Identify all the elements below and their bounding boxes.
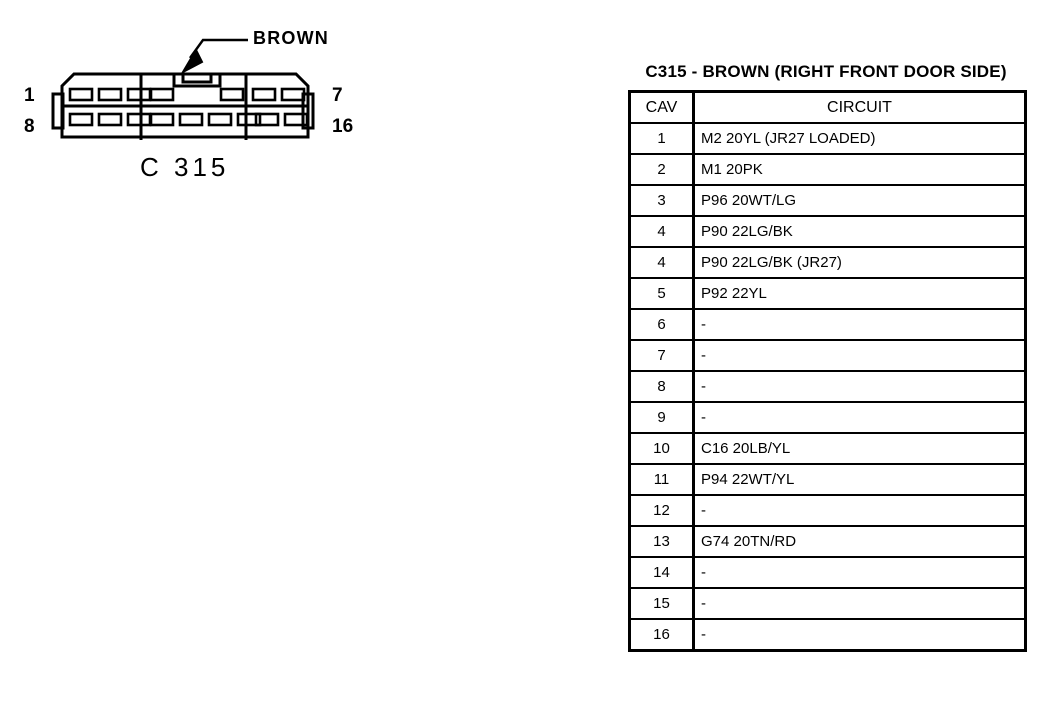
table-header-row: CAV CIRCUIT — [628, 90, 1027, 124]
connector-keyway-inner — [181, 72, 213, 84]
cell-circuit: C16 20LB/YL — [692, 432, 1027, 465]
cavity-2 — [97, 87, 123, 102]
circuit-table-block: C315 - BROWN (RIGHT FRONT DOOR SIDE) CAV… — [628, 62, 1027, 652]
cell-cav: 14 — [628, 556, 695, 589]
cell-circuit: P92 22YL — [692, 277, 1027, 310]
cavity-row-top — [68, 87, 306, 102]
table-row: 6- — [628, 308, 1027, 341]
table-row: 9- — [628, 401, 1027, 434]
cell-circuit: M2 20YL (JR27 LOADED) — [692, 122, 1027, 155]
cavity-13 — [207, 112, 233, 127]
cell-circuit: G74 20TN/RD — [692, 525, 1027, 558]
cell-cav: 10 — [628, 432, 695, 465]
cavity-5 — [219, 87, 245, 102]
brown-arrowhead — [180, 47, 204, 75]
cell-circuit: - — [692, 556, 1027, 589]
table-row: 15- — [628, 587, 1027, 620]
pin-number-bottom-left: 8 — [24, 116, 35, 137]
cell-cav: 1 — [628, 122, 695, 155]
connector-body-outline — [60, 72, 310, 139]
cell-circuit: M1 20PK — [692, 153, 1027, 186]
brown-callout-label: BROWN — [253, 28, 329, 48]
cavity-12 — [178, 112, 204, 127]
cell-cav: 12 — [628, 494, 695, 527]
cell-circuit: - — [692, 308, 1027, 341]
cell-cav: 3 — [628, 184, 695, 217]
cavity-1 — [68, 87, 94, 102]
connector-keyway-outer — [172, 72, 222, 88]
pin-number-top-right: 7 — [332, 85, 343, 106]
table-row: 14- — [628, 556, 1027, 589]
cavity-8 — [68, 112, 94, 127]
connector-figure: 1 8 7 16 BROWN C 315 — [0, 0, 400, 200]
cell-cav: 11 — [628, 463, 695, 496]
cavity-15 — [254, 112, 280, 127]
brown-leader-line — [180, 38, 248, 75]
cell-circuit: P90 22LG/BK — [692, 215, 1027, 248]
cell-cav: 4 — [628, 246, 695, 279]
cavity-6 — [251, 87, 277, 102]
cavity-row-bottom — [68, 112, 309, 127]
table-title: C315 - BROWN (RIGHT FRONT DOOR SIDE) — [645, 62, 1007, 81]
cell-circuit: - — [692, 401, 1027, 434]
cell-circuit: - — [692, 494, 1027, 527]
cavity-4 — [149, 87, 175, 102]
cell-cav: 13 — [628, 525, 695, 558]
cell-cav: 7 — [628, 339, 695, 372]
cell-circuit: P90 22LG/BK (JR27) — [692, 246, 1027, 279]
cell-cav: 5 — [628, 277, 695, 310]
connector-drawing — [51, 38, 315, 140]
cell-circuit: P96 20WT/LG — [692, 184, 1027, 217]
cavity-7 — [280, 87, 306, 102]
connector-name-label: C 315 — [140, 152, 230, 182]
pin-number-bottom-right: 16 — [332, 116, 354, 137]
cell-cav: 6 — [628, 308, 695, 341]
cell-circuit: - — [692, 370, 1027, 403]
cavity-9 — [97, 112, 123, 127]
cell-cav: 8 — [628, 370, 695, 403]
column-header-cav: CAV — [628, 90, 695, 124]
cell-cav: 9 — [628, 401, 695, 434]
table-row: 7- — [628, 339, 1027, 372]
cavity-16 — [283, 112, 309, 127]
cell-cav: 15 — [628, 587, 695, 620]
cavity-10 — [126, 112, 152, 127]
column-header-circuit: CIRCUIT — [692, 90, 1027, 124]
cell-circuit: P94 22WT/YL — [692, 463, 1027, 496]
cell-cav: 4 — [628, 215, 695, 248]
cell-circuit: - — [692, 618, 1027, 652]
pin-number-top-left: 1 — [24, 85, 35, 106]
cavity-11 — [149, 112, 175, 127]
cavity-3 — [126, 87, 152, 102]
cell-cav: 2 — [628, 153, 695, 186]
cell-circuit: - — [692, 339, 1027, 372]
table-row: 16- — [628, 618, 1027, 652]
table-row: 12- — [628, 494, 1027, 527]
cell-cav: 16 — [628, 618, 695, 652]
table-row: 8- — [628, 370, 1027, 403]
cavity-14 — [236, 112, 262, 127]
cell-circuit: - — [692, 587, 1027, 620]
